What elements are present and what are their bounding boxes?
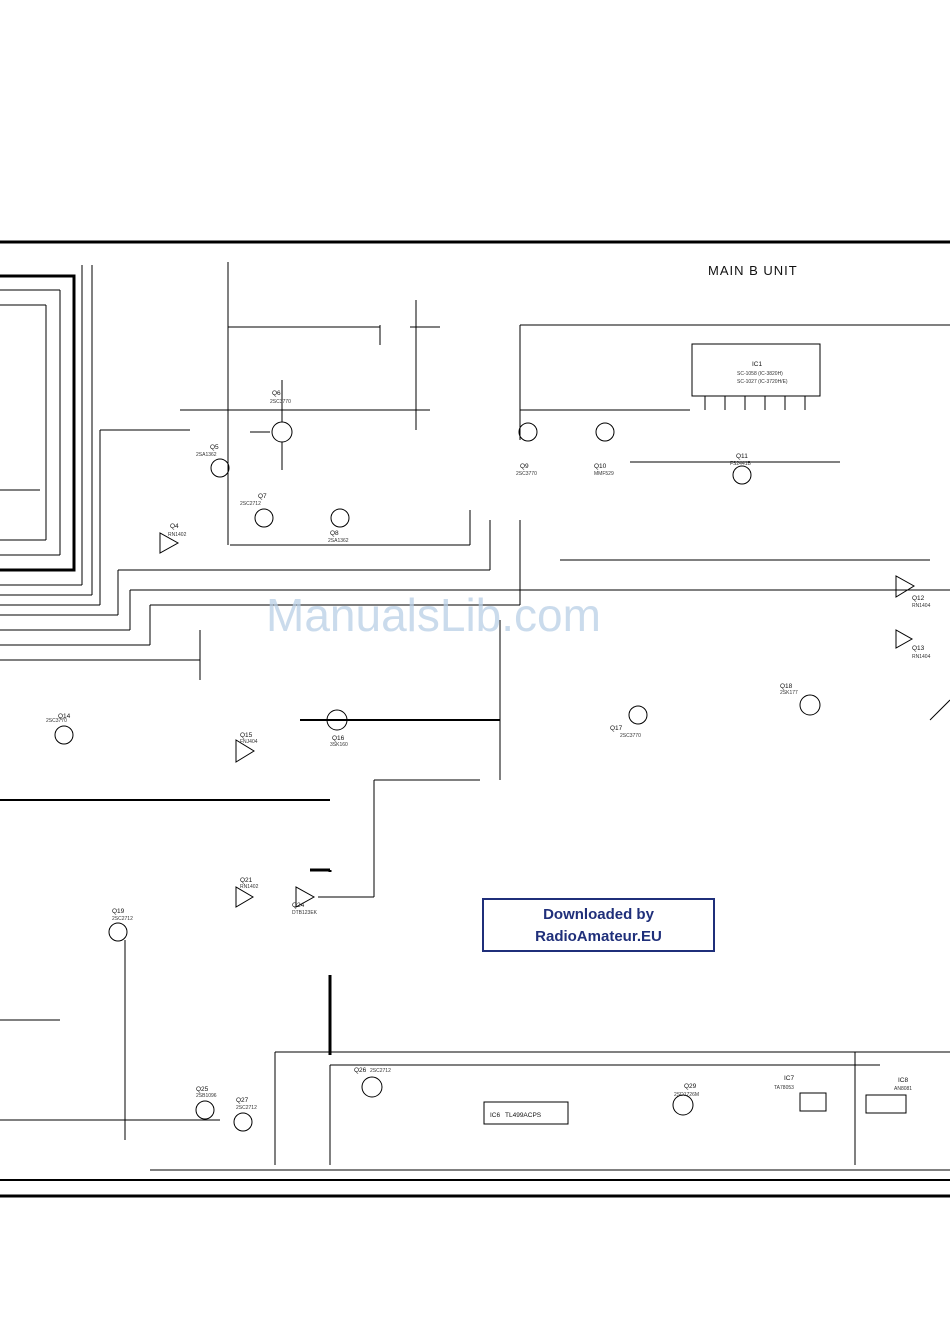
q13-label: Q13 xyxy=(912,645,925,652)
q10-label: Q10 xyxy=(594,463,607,470)
q10-part: MMF529 xyxy=(594,471,614,477)
q5-label: Q5 xyxy=(210,444,219,451)
q17-label: Q17 xyxy=(610,725,623,732)
ic7-label: IC7 xyxy=(784,1075,795,1082)
q8-part: 2SA1362 xyxy=(328,538,349,544)
q12-label: Q12 xyxy=(912,595,925,602)
download-banner: Downloaded by RadioAmateur.EU xyxy=(482,898,715,952)
q19-part: 2SC2712 xyxy=(112,916,133,922)
unit-title: MAIN B UNIT xyxy=(708,263,798,278)
ic1-part-1: SC-1058 (IC-3820H) xyxy=(737,371,783,377)
q24-label: Q24 xyxy=(292,902,305,909)
transistor-symbols-upper xyxy=(210,380,752,528)
q29-part: 2SD1726M xyxy=(674,1092,699,1098)
download-banner-line-2: RadioAmateur.EU xyxy=(535,928,662,945)
left-connector-frame xyxy=(0,265,950,646)
q4-part: RN1402 xyxy=(168,532,187,538)
lower-power-section xyxy=(0,1051,950,1181)
q25-part: 2SB1096 xyxy=(196,1093,217,1099)
ic8-part: AN8081 xyxy=(894,1086,912,1092)
q13-part: RN1404 xyxy=(912,654,931,660)
q11-part: FS2441B xyxy=(730,461,752,467)
q14-label: Q14 xyxy=(58,713,71,720)
q5-part: 2SA1362 xyxy=(196,452,217,458)
q17-part: 2SC3770 xyxy=(620,733,641,739)
q6-label: Q6 xyxy=(272,390,281,397)
q24-part: DTB123EK xyxy=(292,910,318,916)
q21-label: Q21 xyxy=(240,877,253,884)
q15-part: FNJ404 xyxy=(240,739,258,745)
q14-part: 2SC3770 xyxy=(46,718,67,724)
q26-label: Q26 xyxy=(354,1067,367,1074)
q9-label: Q9 xyxy=(520,463,529,470)
q25-label: Q25 xyxy=(196,1086,209,1093)
q16-part: 3SK160 xyxy=(330,742,348,748)
q27-part: 2SC2712 xyxy=(236,1105,257,1111)
q7-part: 2SC2712 xyxy=(240,501,261,507)
q4-label: Q4 xyxy=(170,523,179,530)
q8-label: Q8 xyxy=(330,530,339,537)
ic6-part: TL499ACPS xyxy=(505,1112,542,1119)
amplifier-symbols xyxy=(159,532,915,908)
q26-part: 2SC2712 xyxy=(370,1068,391,1074)
middle-wiring xyxy=(0,620,950,1140)
q27-label: Q27 xyxy=(236,1097,249,1104)
ic6-label: IC6 xyxy=(490,1112,501,1119)
top-wiring xyxy=(180,262,950,605)
q6-part: 2SC3770 xyxy=(270,399,291,405)
sheet-border xyxy=(0,240,950,1198)
q12-part: RN1404 xyxy=(912,603,931,609)
q16-label: Q16 xyxy=(332,735,345,742)
q21-part: RN1402 xyxy=(240,884,259,890)
q7-label: Q7 xyxy=(258,493,267,500)
q11-label: Q11 xyxy=(736,453,748,460)
q18-label: Q18 xyxy=(780,683,793,690)
ic7-part: TA78053 xyxy=(774,1085,794,1091)
ic1-part-2: SC-1027 (IC-3720H/E) xyxy=(737,379,788,385)
ic1-block xyxy=(691,343,821,410)
ic1-label: IC1 xyxy=(752,361,763,368)
q9-part: 2SC3770 xyxy=(516,471,537,477)
q29-label: Q29 xyxy=(684,1083,697,1090)
q19-label: Q19 xyxy=(112,908,125,915)
q18-part: 2SK177 xyxy=(780,690,798,696)
download-banner-line-1: Downloaded by xyxy=(543,906,654,923)
ic8-label: IC8 xyxy=(898,1077,909,1084)
q15-label: Q15 xyxy=(240,732,253,739)
